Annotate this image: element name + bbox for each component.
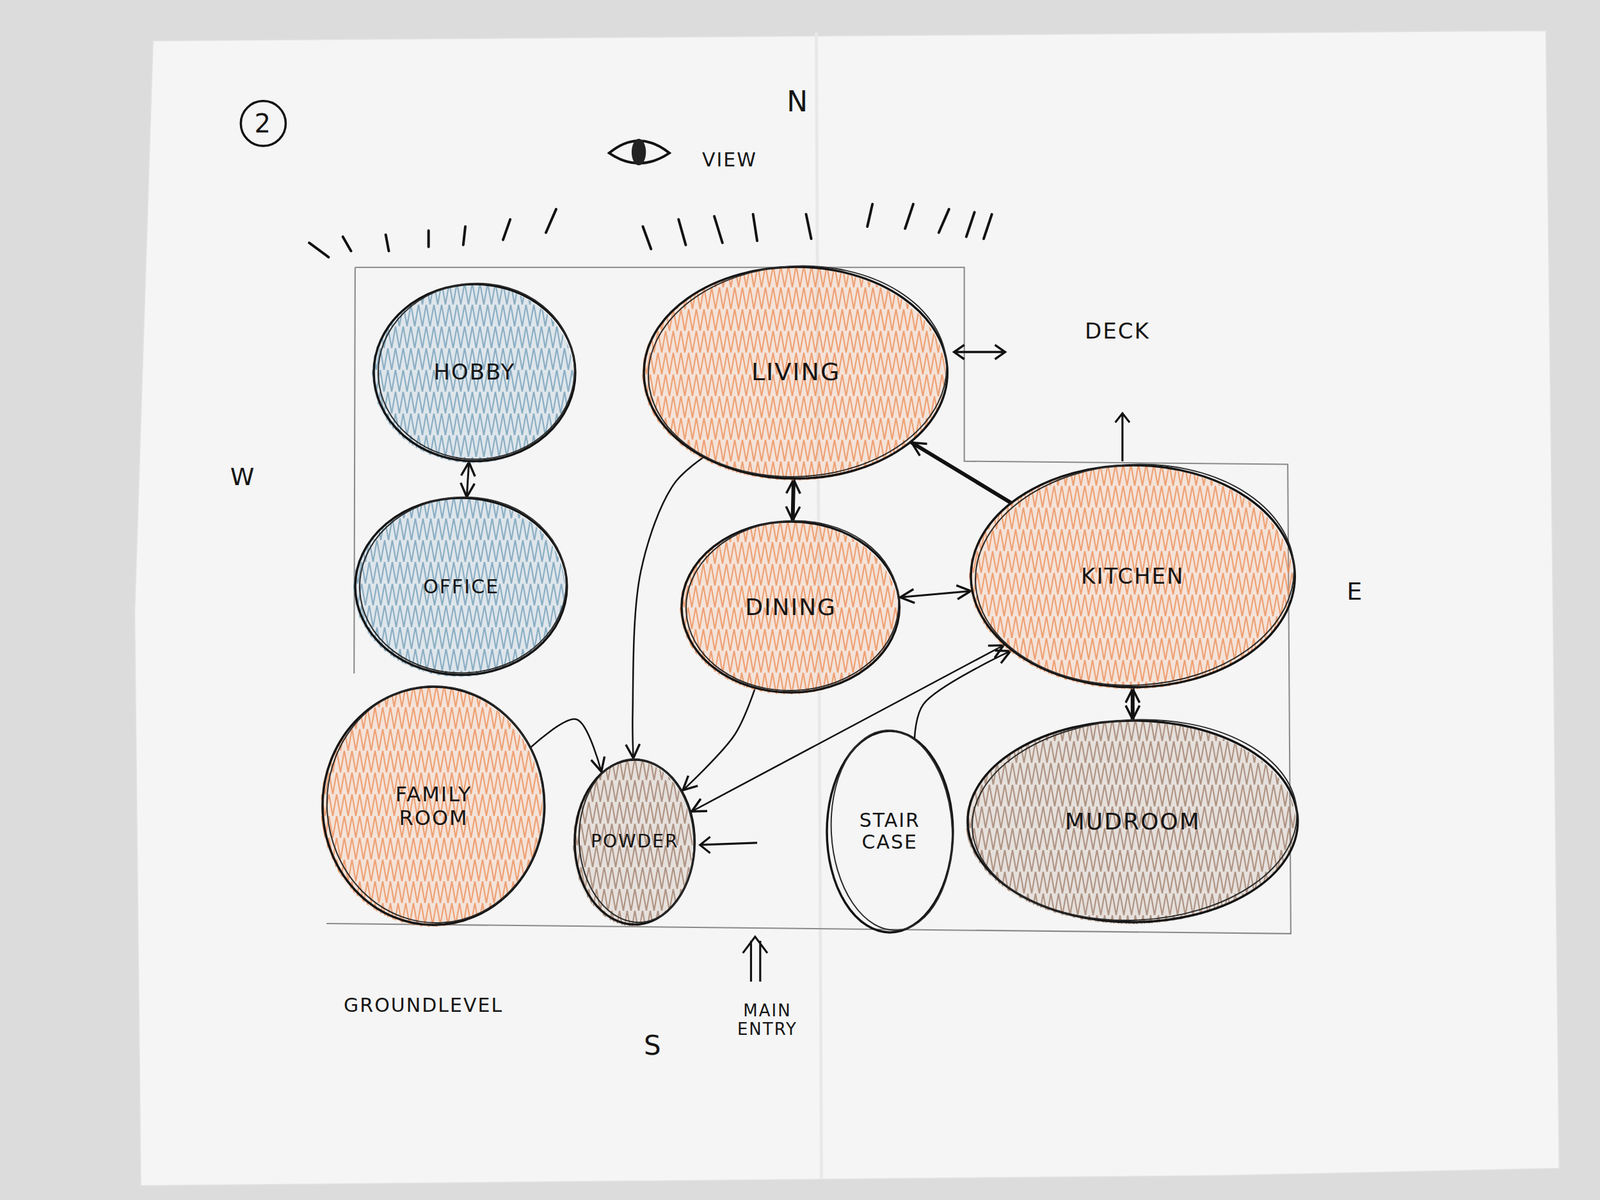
bubble-line <box>826 727 958 934</box>
note-text: 2 <box>254 109 272 138</box>
room-name: MUDROOM <box>1064 808 1201 835</box>
sketch-note: S <box>643 1031 663 1061</box>
entry-arrow <box>700 836 758 854</box>
room-bubble: KITCHEN <box>969 464 1296 689</box>
flow-arrow <box>792 479 794 521</box>
room-name: DINING <box>744 593 837 621</box>
note-text: E <box>1346 578 1364 606</box>
eye-pupil <box>631 138 646 166</box>
room-label: LIVING <box>751 358 841 387</box>
room-label: STAIR CASE <box>859 809 921 854</box>
bubble-line <box>969 456 1300 694</box>
tracing-paper <box>134 30 1560 1186</box>
sketch-note: W <box>230 464 256 491</box>
deck-arrow <box>1115 413 1130 462</box>
room-name: HOBBY <box>433 359 516 385</box>
sketch-note: N <box>786 86 809 118</box>
room-bubble: MUDROOM <box>966 719 1300 924</box>
room-bubble: STAIR CASE <box>825 729 955 934</box>
bubble-line <box>643 257 953 484</box>
flow-arrow <box>1130 688 1135 720</box>
note-text: GROUNDLEVEL <box>343 994 504 1016</box>
room-label: FAMILY ROOM <box>395 782 473 831</box>
room-name: OFFICE <box>423 576 500 599</box>
bubble-line <box>681 521 900 693</box>
room-bubble: LIVING <box>642 265 949 480</box>
bubble-line <box>321 680 551 929</box>
note-text: S <box>643 1031 663 1061</box>
sketch-note: 2 <box>254 109 272 138</box>
flow-arrow <box>914 650 1011 738</box>
bubble-line <box>682 515 904 696</box>
room-label: OFFICE <box>423 576 500 599</box>
note-text: W <box>230 464 256 491</box>
note-text: DECK <box>1084 319 1151 344</box>
room-name: KITCHEN <box>1080 563 1184 589</box>
room-name: FAMILY ROOM <box>395 782 473 831</box>
note-text: MAIN ENTRY <box>737 1002 798 1039</box>
bubble-line <box>373 284 576 462</box>
flow-arrow <box>911 442 1010 503</box>
note-text: N <box>786 86 809 118</box>
room-label: MUDROOM <box>1064 808 1201 835</box>
room-bubble: OFFICE <box>353 496 569 677</box>
room-label: HOBBY <box>433 359 516 385</box>
bubble-line <box>574 755 698 926</box>
room-label: DINING <box>744 593 837 621</box>
room-label: KITCHEN <box>1080 563 1184 589</box>
flow-arrow <box>466 462 469 498</box>
sketch-note: GROUNDLEVEL <box>343 994 504 1016</box>
room-bubble: POWDER <box>573 758 696 926</box>
flow-arrow <box>900 590 971 598</box>
bubble-line <box>355 497 568 676</box>
room-bubble: DINING <box>680 520 901 694</box>
flow-arrow <box>531 719 601 772</box>
room-name: LIVING <box>751 358 841 387</box>
bubble-line <box>967 711 1302 929</box>
room-name: POWDER <box>590 831 679 852</box>
view-ticks <box>309 204 992 258</box>
room-label: POWDER <box>590 831 679 852</box>
bubble-line <box>355 492 571 679</box>
note-text: VIEW <box>702 148 758 170</box>
room-name: STAIR CASE <box>859 809 921 854</box>
sketch-note: DECK <box>1084 319 1151 344</box>
entry-arrow <box>743 936 768 982</box>
room-bubble: FAMILY ROOM <box>321 685 546 927</box>
sketch-note: VIEW <box>702 148 758 170</box>
room-bubble: HOBBY <box>372 282 577 463</box>
bubble-line <box>967 720 1298 923</box>
deck-arrow <box>954 344 1006 360</box>
sketch-note: MAIN ENTRY <box>737 1002 798 1039</box>
sheet-number-circle <box>240 101 286 146</box>
sketch-note: E <box>1346 578 1364 606</box>
bubble-line <box>373 278 580 464</box>
flow-arrow <box>682 689 755 791</box>
